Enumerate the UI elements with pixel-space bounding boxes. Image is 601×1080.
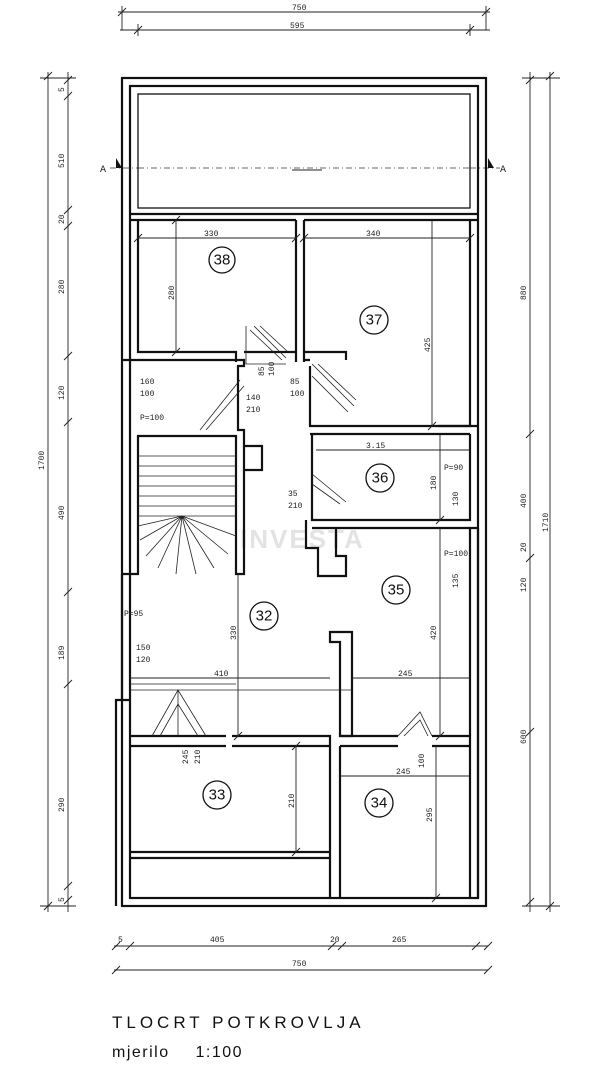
parapet-c: P=90 <box>444 464 463 473</box>
dim-right-b: 400 <box>520 493 529 508</box>
dim-door3b: 210 <box>288 502 303 511</box>
dim-door2: 85 <box>290 378 300 387</box>
room-32-label: 32 <box>256 608 273 625</box>
dim-right-f: 600 <box>520 729 529 744</box>
dim-left-f: 490 <box>58 505 67 520</box>
interior-walls <box>114 212 480 906</box>
dim-top-total: 750 <box>292 4 307 13</box>
dim-door1b: 100 <box>268 361 277 376</box>
dim-r33-h: 210 <box>288 793 297 808</box>
dim-left-i: 5 <box>58 897 67 902</box>
room-38-label: 38 <box>214 252 231 269</box>
dim-door1: 85 <box>258 366 267 376</box>
room-33-label: 33 <box>209 787 226 804</box>
drawing-title: TLOCRT POTKROVLJA <box>112 1013 365 1032</box>
dim-r37-w: 340 <box>366 230 381 239</box>
dim-r35-h: 420 <box>430 625 439 640</box>
room-34-label: 34 <box>371 795 388 812</box>
roof-void <box>137 93 471 209</box>
left-dimension-chain: 1700 5 510 20 280 120 490 189 290 5 <box>38 71 76 912</box>
drawing-scale: mjerilo 1:100 <box>112 1044 243 1062</box>
top-dimension-chain: 750 595 <box>117 4 491 36</box>
interior-dimension-labels: 330 340 280 425 3.15 180 420 330 410 245… <box>124 230 468 822</box>
dim-bot-c: 20 <box>330 936 340 945</box>
dim-bot-a: 5 <box>118 936 123 945</box>
section-marker-left: A <box>100 158 138 176</box>
dim-win-d: 135 <box>452 573 461 588</box>
staircase <box>137 455 237 575</box>
room-37-marker: 37 <box>359 305 389 335</box>
dim-door5: 245 <box>182 749 191 764</box>
dim-door5b: 210 <box>194 749 203 764</box>
section-label-left: A <box>100 165 106 176</box>
dim-left-e: 120 <box>58 385 67 400</box>
dim-win-a: 160 <box>140 378 155 387</box>
dim-bot-total: 750 <box>292 960 307 969</box>
dim-win-a2: 100 <box>140 390 155 399</box>
dim-door6: 100 <box>418 753 427 768</box>
dim-bot-b: 405 <box>210 936 225 945</box>
room-34-marker: 34 <box>364 788 394 818</box>
dim-r34-h: 295 <box>426 807 435 822</box>
dim-r32-w2: 245 <box>398 670 413 679</box>
parapet-a: P=100 <box>140 414 164 423</box>
dim-right-c: 20 <box>520 542 529 552</box>
dim-win-b2: 120 <box>136 656 151 665</box>
bottom-dimension-chain: 5 405 20 265 750 <box>111 936 493 975</box>
room-37-label: 37 <box>366 312 383 329</box>
room-36-marker: 36 <box>365 463 395 493</box>
dim-r38-w: 330 <box>204 230 219 239</box>
parapet-d: P=100 <box>444 550 468 559</box>
dim-win-c: 130 <box>452 491 461 506</box>
room-32-marker: 32 <box>249 601 279 631</box>
section-label-right: A <box>500 165 506 176</box>
room-33-marker: 33 <box>202 780 232 810</box>
scale-value: 1:100 <box>195 1044 244 1061</box>
outer-walls <box>120 76 488 908</box>
dim-door2b: 100 <box>290 390 305 399</box>
dim-r36-h: 180 <box>430 475 439 490</box>
room-36-label: 36 <box>372 470 389 487</box>
dim-left-d: 280 <box>58 279 67 294</box>
dim-door4: 140 <box>246 394 261 403</box>
section-marker-right: A <box>470 158 506 176</box>
dim-bot-d: 265 <box>392 936 407 945</box>
dim-top-inner: 595 <box>290 22 305 31</box>
dim-r37-h: 425 <box>424 337 433 352</box>
dim-r32-w1: 410 <box>214 670 229 679</box>
right-dimension-chain: 880 400 20 120 600 1710 <box>520 71 560 912</box>
dim-left-total: 1700 <box>38 451 47 470</box>
dim-right-a: 880 <box>520 285 529 300</box>
interior-dimension-lines <box>130 215 475 903</box>
dim-right-g: 1710 <box>542 513 551 532</box>
dim-left-h: 290 <box>58 797 67 812</box>
room-35-label: 35 <box>388 582 405 599</box>
dim-left-a: 5 <box>58 87 67 92</box>
dim-r36-w: 3.15 <box>366 442 385 451</box>
dim-r32-h: 330 <box>230 625 239 640</box>
parapet-b: P=95 <box>124 610 143 619</box>
room-38-marker: 38 <box>208 246 236 274</box>
dim-right-e: 120 <box>520 577 529 592</box>
scale-label: mjerilo <box>112 1044 170 1061</box>
dim-door3: 35 <box>288 490 298 499</box>
dim-left-c: 20 <box>58 214 67 224</box>
dim-left-b: 510 <box>58 153 67 168</box>
dim-r34-w: 245 <box>396 768 411 777</box>
room-35-marker: 35 <box>381 575 411 605</box>
dim-door4b: 210 <box>246 406 261 415</box>
dim-win-b: 150 <box>136 644 151 653</box>
door-swings <box>130 325 433 737</box>
dim-left-g: 189 <box>58 645 67 660</box>
dim-r38-h: 280 <box>168 285 177 300</box>
